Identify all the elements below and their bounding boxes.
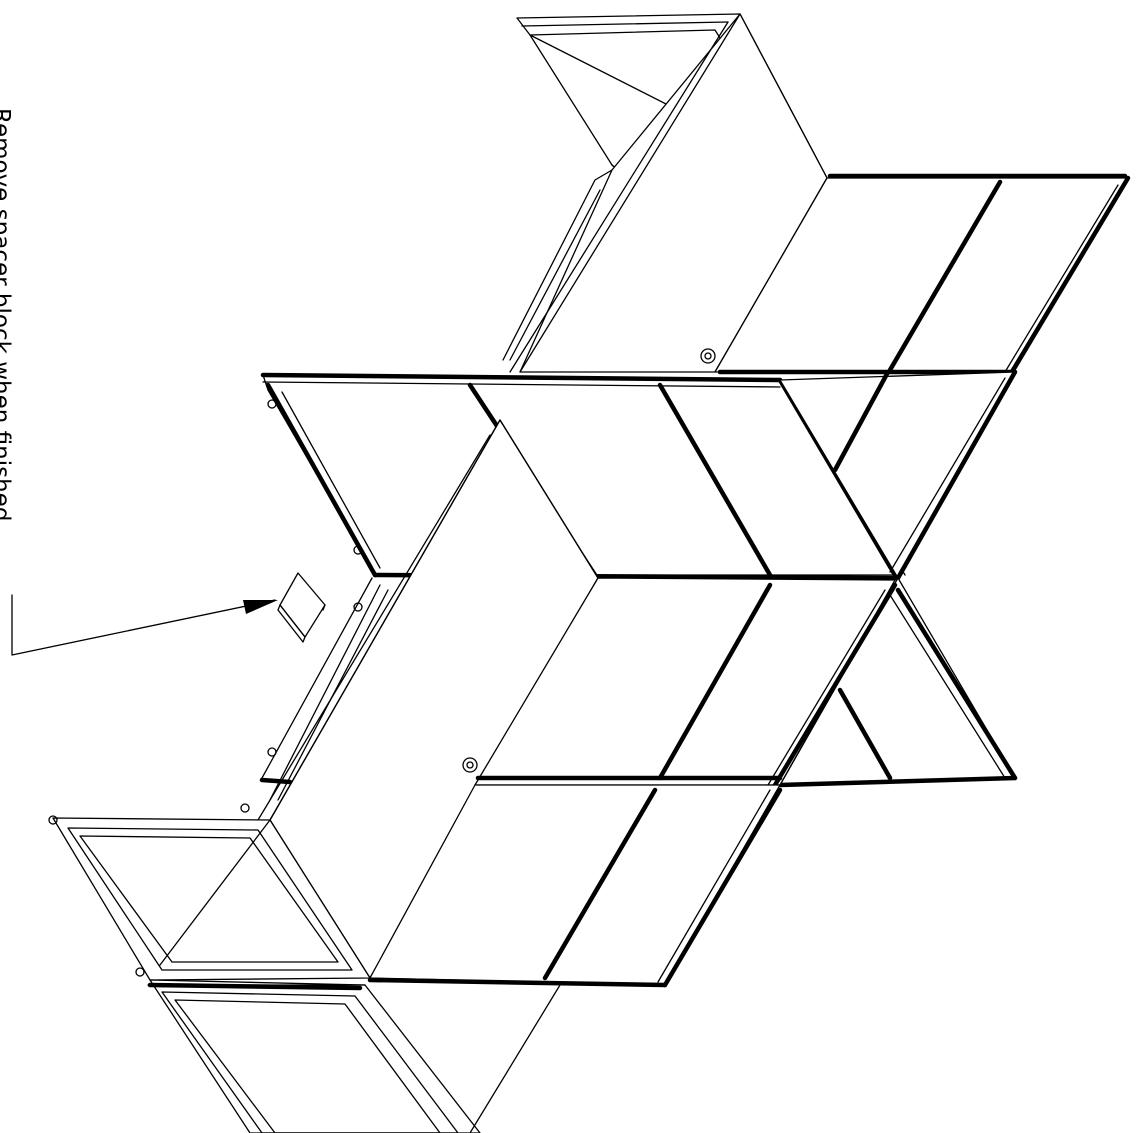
- back-frame-bottom-left: [147, 979, 561, 1133]
- shelf-top-right: [714, 173, 1131, 375]
- back-frame-lower-left: [48, 815, 371, 981]
- shelf-lower: [367, 784, 783, 988]
- callout-text: Remove spacer block when finished: [0, 108, 14, 522]
- shelf-panel-upper: [502, 13, 828, 373]
- side-rail-left: [240, 577, 389, 813]
- spacer-block: [277, 572, 326, 643]
- side-frame-lower-right: [777, 369, 1018, 788]
- callout-leader-arrow: [11, 594, 278, 656]
- shelf-middle: [474, 577, 898, 788]
